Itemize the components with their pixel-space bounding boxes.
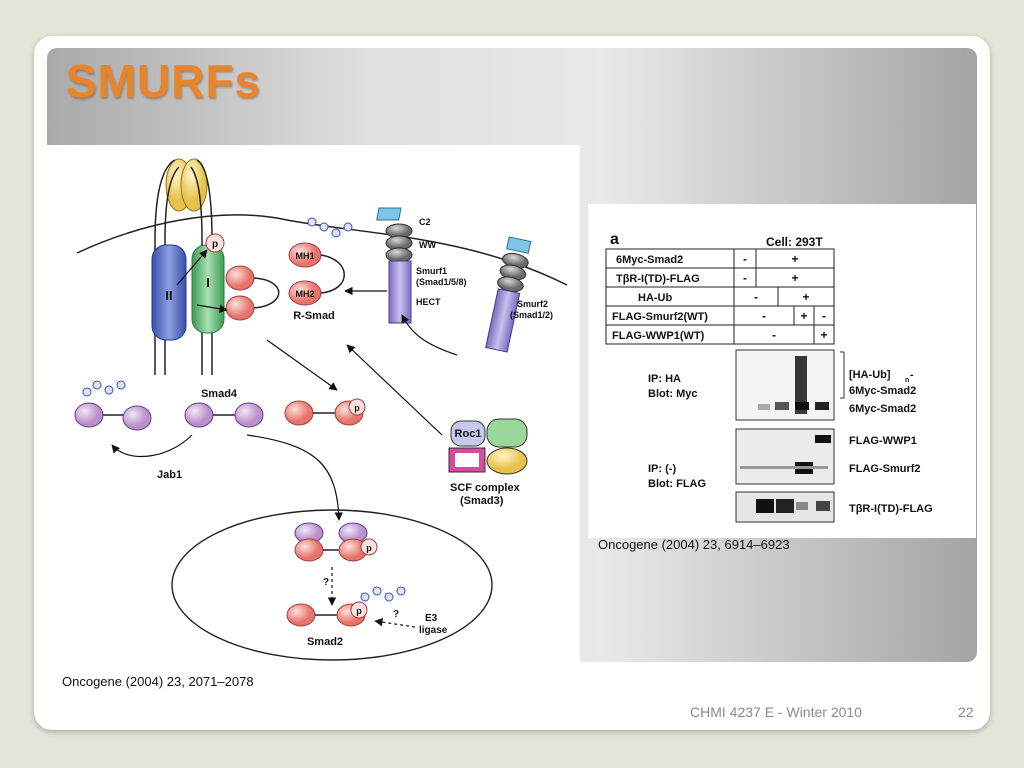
r-smad-domain <box>225 295 255 321</box>
cell-value: - <box>822 309 826 323</box>
hect-label: HECT <box>416 297 441 307</box>
blot1-label: - <box>910 369 914 381</box>
hect-domain <box>388 260 412 324</box>
smad2-label: Smad2 <box>307 636 343 648</box>
ub-chain-icon <box>82 380 126 397</box>
smad4-domain <box>122 405 152 431</box>
cell-value: + <box>791 271 798 285</box>
row-label: FLAG-WWP1(WT) <box>612 330 705 342</box>
figure2-caption: Oncogene (2004) 23, 6914–6923 <box>598 537 790 552</box>
r-smad-label: R-Smad <box>293 310 335 322</box>
row-label: HA-Ub <box>638 292 672 304</box>
blot1-blot-label: Blot: Myc <box>648 388 698 400</box>
cell-value: + <box>820 328 827 342</box>
cell-value: - <box>754 290 758 304</box>
western-blot-diagram: a Cell: 293T 6Myc-Smad2 TβR-I(TD)-FLAG H… <box>605 231 933 523</box>
nucleus <box>171 509 493 661</box>
panel-letter: a <box>610 231 619 248</box>
footer-course: CHMI 4237 E - Winter 2010 <box>690 704 862 720</box>
smurf2-sub-label: (Smad1/2) <box>510 310 553 320</box>
cell-value: + <box>791 252 798 266</box>
row-label: 6Myc-Smad2 <box>616 254 683 266</box>
western-blot-figure: a Cell: 293T 6Myc-Smad2 TβR-I(TD)-FLAG H… <box>588 204 976 538</box>
blot2-label: FLAG-Smurf2 <box>849 463 921 475</box>
question-label: ? <box>393 609 399 620</box>
r-smad-domain <box>225 265 255 291</box>
cell-line-label: Cell: 293T <box>766 235 823 249</box>
receptor-i-label: I <box>206 275 210 290</box>
phospho-label: p <box>212 239 218 250</box>
slide-title: SMURFs <box>66 55 262 107</box>
e3-label: E3 <box>425 613 438 624</box>
row-label: FLAG-Smurf2(WT) <box>612 311 708 323</box>
smurf2-protein <box>485 236 532 353</box>
c2-domain <box>376 207 402 221</box>
mh1-label: MH1 <box>295 251 314 261</box>
cell-value: + <box>802 290 809 304</box>
receptor-ii-stalk <box>154 159 176 375</box>
roc1-subunit <box>450 420 486 447</box>
phospho-badge <box>205 233 225 253</box>
blot1-label: n <box>905 377 909 384</box>
smad4-domain <box>234 402 264 428</box>
receptor-ii-stalk <box>164 166 180 375</box>
pathway-diagram: II I p MH1 MH2 R-Smad C2 WW Smurf1 (Smad… <box>74 158 568 661</box>
ligase-label: ligase <box>419 625 448 636</box>
pathway-figure: II I p MH1 MH2 R-Smad C2 WW Smurf1 (Smad… <box>47 145 580 662</box>
cell-value: - <box>772 328 776 342</box>
phospho-label: p <box>354 403 360 413</box>
smurf1-sub-label: (Smad1/5/8) <box>416 277 467 287</box>
blot1-ip-label: IP: HA <box>648 373 681 385</box>
blot1-label: [HA-Ub] <box>849 369 891 381</box>
scf-label: SCF complex <box>450 482 521 494</box>
blot1-label: 6Myc-Smad2 <box>849 385 916 397</box>
ub-chain-icon <box>307 217 353 238</box>
receptor-ii <box>151 244 187 341</box>
receptor-ii-label: II <box>165 288 172 303</box>
smad4-domain <box>74 402 104 428</box>
blot1-label: 6Myc-Smad2 <box>849 403 916 415</box>
receptor-i-stalk <box>190 166 203 375</box>
smurf2-label: Smurf2 <box>517 299 548 309</box>
phospho-label: p <box>356 606 362 616</box>
row-label: TβR-I(TD)-FLAG <box>616 273 700 285</box>
question-label: ? <box>323 577 329 588</box>
blot3-label: TβR-I(TD)-FLAG <box>849 503 933 515</box>
mh2-label: MH2 <box>295 289 314 299</box>
cell-value: + <box>800 309 807 323</box>
blot2-blot-label: Blot: FLAG <box>648 478 706 490</box>
cell-value: - <box>743 252 747 266</box>
treatment-table <box>605 248 835 345</box>
phospho-label: p <box>366 543 372 553</box>
phosphorylation-arrow <box>176 249 208 286</box>
ww-label: WW <box>419 240 436 250</box>
jab1-label: Jab1 <box>157 469 182 481</box>
smad4-label: Smad4 <box>201 388 238 400</box>
cell-membrane <box>76 214 568 286</box>
figure1-caption: Oncogene (2004) 23, 2071–2078 <box>62 674 254 689</box>
page-number: 22 <box>958 704 974 720</box>
smurf1-label: Smurf1 <box>416 266 447 276</box>
ub-chain-icon <box>360 586 406 602</box>
cell-value: - <box>743 271 747 285</box>
blot2-ip-label: IP: (-) <box>648 463 676 475</box>
smad4-domain <box>184 402 214 428</box>
cell-value: - <box>762 309 766 323</box>
c2-label: C2 <box>419 217 431 227</box>
blot2-label: FLAG-WWP1 <box>849 435 917 447</box>
scf-sub-label: (Smad3) <box>460 495 504 507</box>
roc1-label: Roc1 <box>455 428 482 440</box>
